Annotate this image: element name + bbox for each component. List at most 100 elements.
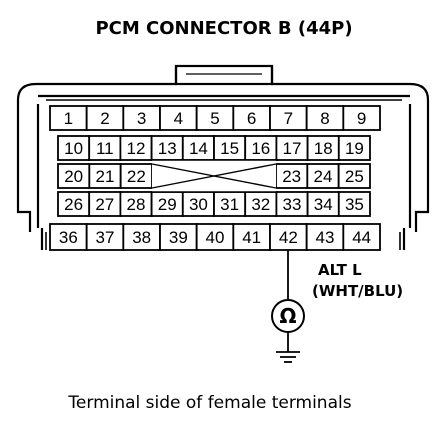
terminal-number: 31 xyxy=(220,195,239,214)
terminal-number: 25 xyxy=(345,167,364,186)
terminal-15: 15 xyxy=(213,135,247,161)
terminal-number: 43 xyxy=(316,228,335,247)
terminal-number: 26 xyxy=(64,195,83,214)
terminal-number: 41 xyxy=(242,228,261,247)
terminal-37: 37 xyxy=(85,223,125,251)
terminal-cell xyxy=(342,105,381,131)
terminal-29: 29 xyxy=(150,191,184,217)
terminal-28: 28 xyxy=(119,191,153,217)
terminal-number: 2 xyxy=(100,109,109,128)
terminal-number: 37 xyxy=(96,228,115,247)
terminal-cell xyxy=(88,135,122,161)
terminal-cell xyxy=(49,223,88,251)
terminal-cell xyxy=(119,135,153,161)
terminal-22: 22 xyxy=(119,163,153,189)
terminal-31: 31 xyxy=(213,191,247,217)
terminal-1: 1 xyxy=(49,105,88,131)
terminal-34: 34 xyxy=(306,191,340,217)
terminal-35: 35 xyxy=(337,191,371,217)
terminal-38: 38 xyxy=(122,223,161,251)
terminal-number: 22 xyxy=(127,167,146,186)
terminal-5: 5 xyxy=(195,105,235,131)
terminal-4: 4 xyxy=(159,105,198,131)
callout-signal-name: ALT L xyxy=(318,261,362,279)
terminal-number: 18 xyxy=(314,139,333,158)
terminal-cell xyxy=(232,105,271,131)
terminal-36: 36 xyxy=(49,223,88,251)
terminal-cell xyxy=(305,223,345,251)
terminal-26: 26 xyxy=(57,191,91,217)
terminal-14: 14 xyxy=(181,135,215,161)
terminal-number: 4 xyxy=(174,109,183,128)
terminal-39: 39 xyxy=(159,223,198,251)
terminal-cell xyxy=(342,223,381,251)
terminal-cell xyxy=(269,223,308,251)
terminal-number: 14 xyxy=(189,139,208,158)
terminal-number: 13 xyxy=(158,139,177,158)
terminal-cell xyxy=(306,191,340,217)
terminal-cell xyxy=(57,191,91,217)
terminal-number: 33 xyxy=(283,195,302,214)
terminal-number: 1 xyxy=(64,109,73,128)
terminal-number: 15 xyxy=(220,139,239,158)
terminal-cell xyxy=(88,163,122,189)
terminal-17: 17 xyxy=(275,135,309,161)
diagram-title: PCM CONNECTOR B (44P) xyxy=(95,18,352,39)
terminal-27: 27 xyxy=(88,191,122,217)
terminal-number: 21 xyxy=(96,167,115,186)
terminal-number: 23 xyxy=(282,167,301,186)
terminal-cell xyxy=(119,163,153,189)
terminal-number: 42 xyxy=(279,228,298,247)
terminal-33: 33 xyxy=(275,191,309,217)
terminal-number: 19 xyxy=(345,139,364,158)
terminal-number: 30 xyxy=(189,195,208,214)
diagram-caption: Terminal side of female terminals xyxy=(67,393,351,413)
terminal-19: 19 xyxy=(337,135,371,161)
terminal-25: 25 xyxy=(337,163,371,189)
terminal-number: 10 xyxy=(64,139,83,158)
terminal-9: 9 xyxy=(342,105,381,131)
terminal-13: 13 xyxy=(150,135,184,161)
blank-cavity-area xyxy=(151,159,277,193)
terminal-42: 42 xyxy=(269,223,308,251)
terminal-cell xyxy=(269,105,308,131)
callout-wire-color: (WHT/BLU) xyxy=(312,282,403,300)
terminal-23: 23 xyxy=(275,163,309,189)
terminal-number: 5 xyxy=(210,109,219,128)
terminal-8: 8 xyxy=(305,105,345,131)
terminal-cell xyxy=(57,135,91,161)
terminal-cell xyxy=(306,135,340,161)
terminal-16: 16 xyxy=(244,135,278,161)
ground-icon xyxy=(276,351,300,363)
terminal-number: 38 xyxy=(132,228,151,247)
terminal-number: 11 xyxy=(96,139,114,158)
terminal-number: 24 xyxy=(314,167,333,186)
terminal-number: 34 xyxy=(314,195,333,214)
terminal-cell xyxy=(275,135,309,161)
terminal-number: 16 xyxy=(251,139,270,158)
terminal-number: 32 xyxy=(251,195,270,214)
terminal-44: 44 xyxy=(342,223,381,251)
terminal-cell xyxy=(195,223,235,251)
terminal-2: 2 xyxy=(85,105,125,131)
terminal-21: 21 xyxy=(88,163,122,189)
ohm-symbol: Ω xyxy=(279,304,296,328)
terminal-number: 36 xyxy=(59,228,78,247)
terminal-cell xyxy=(122,223,161,251)
terminal-24: 24 xyxy=(306,163,340,189)
terminal-12: 12 xyxy=(119,135,153,161)
terminal-32: 32 xyxy=(244,191,278,217)
terminal-number: 20 xyxy=(64,167,83,186)
terminal-cell xyxy=(195,105,235,131)
terminal-20: 20 xyxy=(57,163,91,189)
terminal-3: 3 xyxy=(122,105,161,131)
alt-l-probe xyxy=(271,250,305,363)
terminal-number: 39 xyxy=(169,228,188,247)
terminal-number: 17 xyxy=(283,139,302,158)
terminal-number: 40 xyxy=(206,228,225,247)
terminal-number: 8 xyxy=(320,109,329,128)
terminal-11: 11 xyxy=(88,135,122,161)
terminal-cell xyxy=(232,223,271,251)
